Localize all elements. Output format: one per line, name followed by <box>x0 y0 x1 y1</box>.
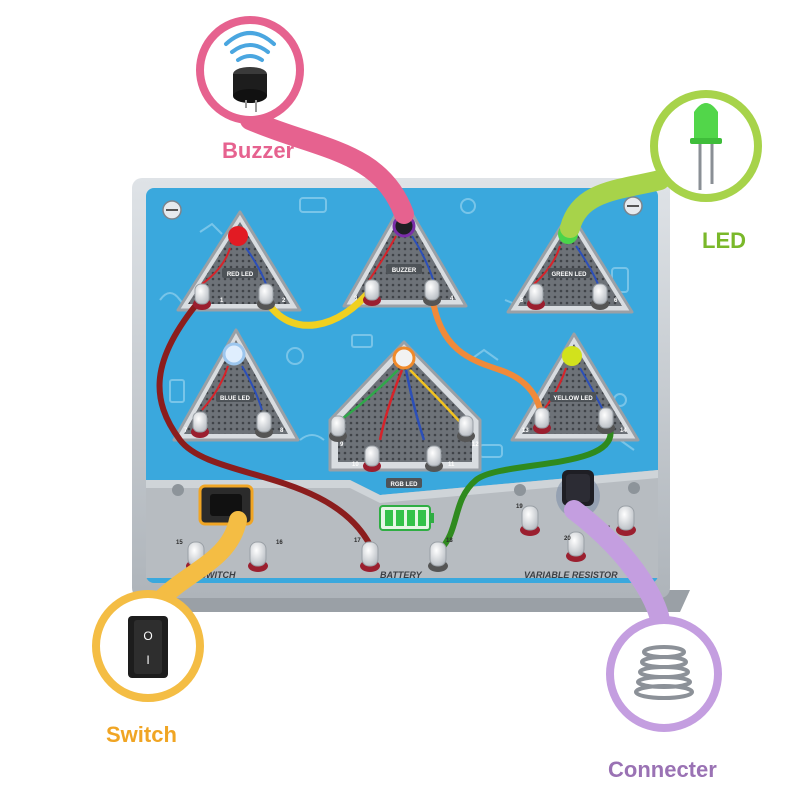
label-red-led: RED LED <box>227 272 254 278</box>
wire-orange <box>429 293 545 423</box>
svg-text:O: O <box>143 629 152 643</box>
terminal-number: 16 <box>276 540 283 546</box>
module-rgb-led <box>328 340 482 472</box>
terminal-number: 5 <box>520 298 524 304</box>
red-led-bulb <box>228 226 248 246</box>
terminal-post <box>566 531 586 562</box>
buzzer-icon <box>233 67 267 112</box>
terminal-number: 7 <box>184 428 188 434</box>
terminal-post <box>527 283 545 310</box>
screw-top-left <box>162 200 182 220</box>
terminal-number: 9 <box>340 442 344 448</box>
terminal-number: 10 <box>352 462 359 468</box>
screw-top-right <box>623 196 643 216</box>
panel-labels: SWITCH BATTERY VARIABLE RESISTOR <box>200 570 618 580</box>
terminal-number: 2 <box>282 298 286 304</box>
led-callout-label: LED <box>702 228 746 253</box>
rocker-switch-icon: O I <box>128 616 168 678</box>
wifi-icon <box>224 31 276 62</box>
module-buzzer <box>342 198 468 308</box>
yellow-led-bulb <box>562 346 582 366</box>
callout-led <box>560 90 762 238</box>
callout-switch: O I <box>92 511 247 702</box>
callout-connecter <box>564 500 722 732</box>
terminal-number: 15 <box>176 540 183 546</box>
terminal-post <box>423 279 441 306</box>
wire-dark-red <box>156 297 373 548</box>
terminal-number: 18 <box>446 538 453 544</box>
terminal-post <box>255 411 273 438</box>
terminal-post <box>363 445 381 472</box>
terminal-number: 1 <box>220 298 224 304</box>
terminal-number: 12 <box>472 442 479 448</box>
terminal-number: 13 <box>522 428 529 434</box>
terminal-number: 4 <box>450 296 454 302</box>
terminal-post <box>520 505 540 536</box>
battery-indicator <box>379 505 434 531</box>
wire-green <box>437 425 614 553</box>
label-rgb-led: RGB LED <box>391 482 419 488</box>
terminal-number: 8 <box>280 428 284 434</box>
led-bulb-icon <box>690 103 722 190</box>
terminal-post <box>248 541 268 572</box>
terminal-post <box>257 283 275 310</box>
terminal-post <box>360 541 380 572</box>
callout-buzzer <box>196 16 414 224</box>
terminal-number: 3 <box>354 296 358 302</box>
buzzer-callout-label: Buzzer <box>222 138 295 163</box>
terminal-post <box>193 283 211 310</box>
terminal-post <box>363 279 381 306</box>
connecter-callout-label: Connecter <box>608 757 717 782</box>
terminal-post <box>597 407 615 434</box>
terminal-post <box>329 415 347 442</box>
terminal-post <box>191 411 209 438</box>
terminal-number: 11 <box>448 462 455 468</box>
spring-icon <box>634 645 694 700</box>
switch-callout-label: Switch <box>106 722 177 747</box>
wire-yellow <box>262 284 376 329</box>
terminal-post <box>533 407 551 434</box>
terminal-number: 19 <box>516 504 523 510</box>
label-blue-led: BLUE LED <box>220 396 251 402</box>
wires <box>156 284 614 553</box>
terminal-post <box>425 445 443 472</box>
module-labels: RED LED BUZZER GREEN LED BLUE LED RGB LE… <box>216 264 596 488</box>
terminal-number: 6 <box>614 298 618 304</box>
terminal-post <box>616 505 636 536</box>
label-battery: BATTERY <box>380 570 423 580</box>
terminal-number: 17 <box>354 538 361 544</box>
terminal-number: 20 <box>564 536 571 542</box>
svg-text:I: I <box>146 653 149 667</box>
terminal-post <box>591 283 609 310</box>
rgb-led-bulb <box>392 346 416 370</box>
terminal-post <box>457 415 475 442</box>
terminal-post <box>428 541 448 572</box>
label-yellow-led: YELLOW LED <box>553 396 593 402</box>
label-switch: SWITCH <box>200 570 236 580</box>
label-buzzer: BUZZER <box>392 268 417 274</box>
label-variable-resistor: VARIABLE RESISTOR <box>524 570 618 580</box>
label-green-led: GREEN LED <box>551 272 587 278</box>
terminal-number: 14 <box>620 428 627 434</box>
blue-led-bulb <box>222 342 246 366</box>
terminals <box>186 279 636 572</box>
